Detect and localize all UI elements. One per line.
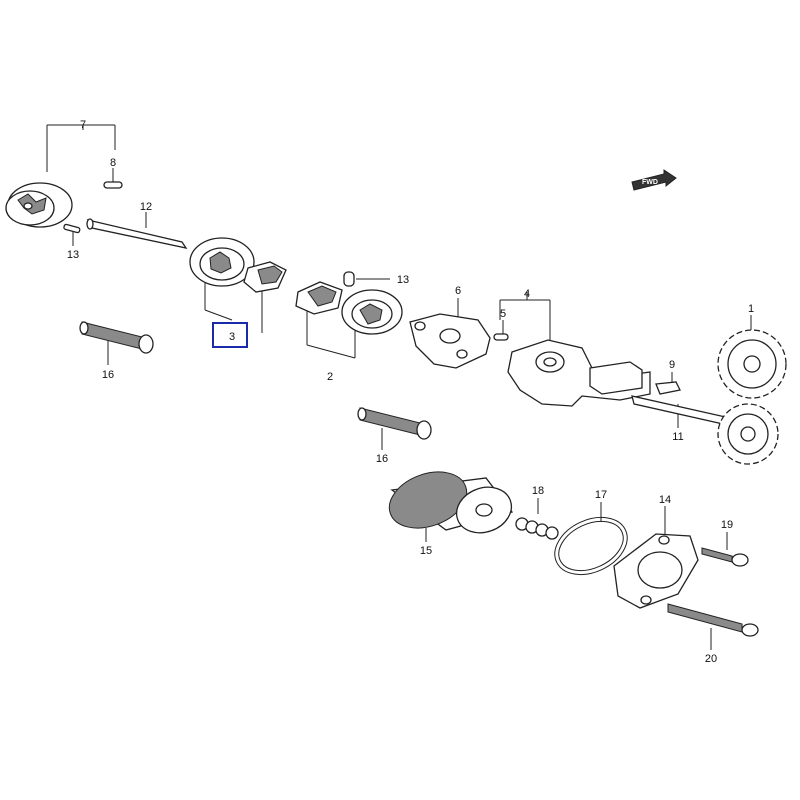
callout-20: 20: [705, 653, 717, 665]
part-5-pin: [493, 333, 509, 341]
part-13-pin-mid: [343, 271, 355, 287]
callout-6: 6: [455, 285, 461, 297]
part-4-pump-body: [507, 339, 651, 407]
part-6-plate: [409, 313, 491, 369]
part-16-spring-mid: [357, 407, 432, 440]
callout-19: 19: [721, 519, 733, 531]
part-18-spring: [515, 517, 559, 540]
part-7-rotor-assembly: [5, 182, 73, 228]
callout-13-mid: 13: [397, 274, 409, 286]
part-3-rotor: [189, 237, 287, 293]
callout-5: 5: [500, 308, 506, 320]
part-19-bolt: [701, 547, 749, 567]
callout-17: 17: [595, 489, 607, 501]
callout-9: 9: [669, 359, 675, 371]
part-13-dowel-left: [63, 223, 81, 234]
part-14-filter-cover: [613, 533, 699, 609]
part-11-gear: [717, 403, 779, 465]
callout-15: 15: [420, 545, 432, 557]
callout-1: 1: [748, 303, 754, 315]
part-17-o-ring: [554, 516, 628, 576]
part-8-pin: [103, 181, 123, 189]
part-12-shaft: [86, 218, 188, 249]
callout-8: 8: [110, 157, 116, 169]
callout-2: 2: [327, 371, 333, 383]
part-3-highlight-box: [212, 322, 248, 348]
callout-12: 12: [140, 201, 152, 213]
callout-11: 11: [672, 431, 683, 443]
callout-16-mid: 16: [376, 453, 388, 465]
part-20-long-bolt: [667, 603, 759, 637]
part-16-spring-left: [79, 321, 154, 354]
part-11-drive-shaft: [631, 395, 733, 427]
part-1-gear: [717, 329, 787, 399]
part-15-oil-filter: [388, 471, 514, 534]
callout-labels: 1 2 3 4 5 6 7 8 9 11 12 13 13 14 15 16 1…: [67, 119, 754, 665]
part-9-bushing: [655, 381, 681, 395]
fwd-label: FWD: [642, 179, 658, 186]
fwd-direction-badge: FWD: [631, 169, 677, 191]
callout-16-left: 16: [102, 369, 114, 381]
callout-14: 14: [659, 494, 671, 506]
callout-4: 4: [524, 288, 530, 300]
callout-13-left: 13: [67, 249, 79, 261]
part-2-rotor-set: [295, 281, 403, 335]
callout-18: 18: [532, 485, 544, 497]
callout-3: 3: [229, 331, 235, 343]
callout-7: 7: [80, 119, 86, 131]
